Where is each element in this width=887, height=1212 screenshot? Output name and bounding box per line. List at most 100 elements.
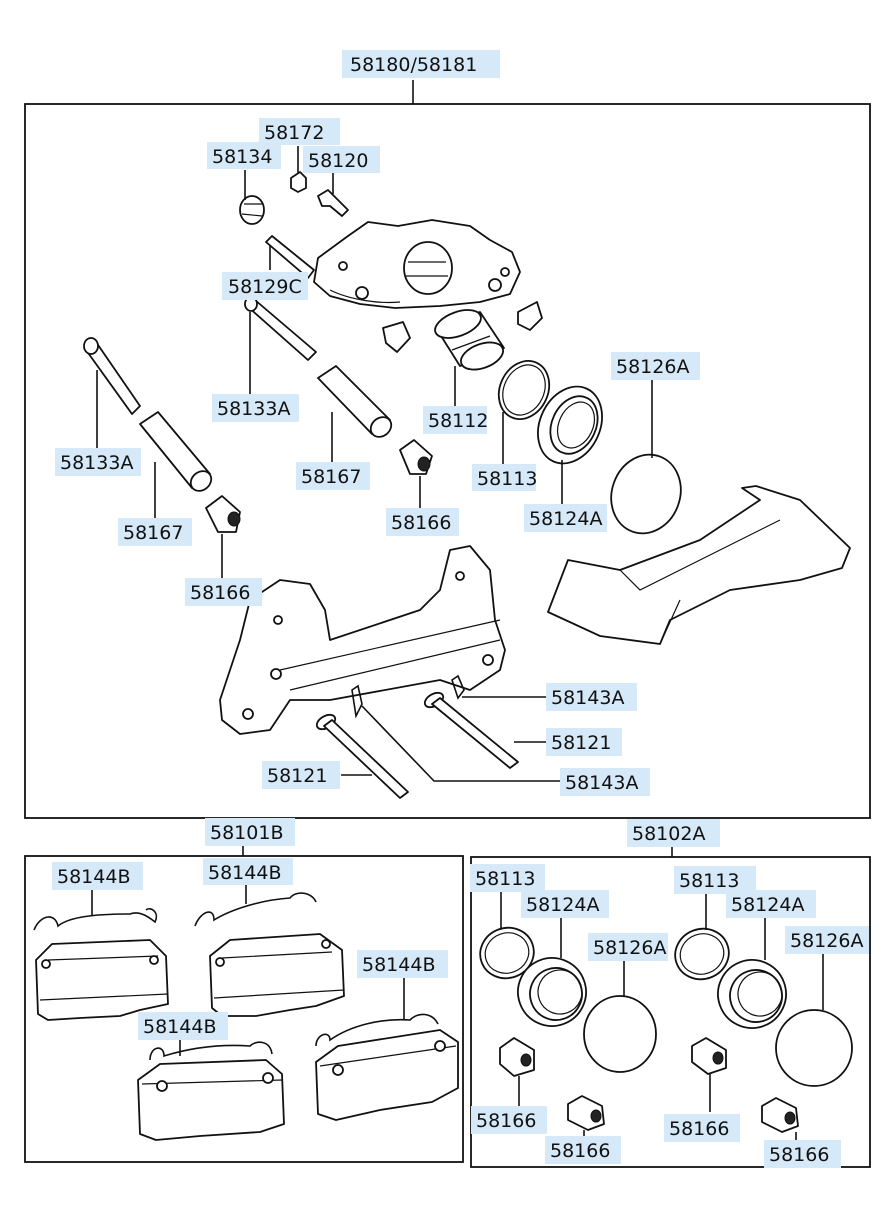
svg-text:58167: 58167 — [301, 466, 361, 488]
label-pin-129c: 58129C — [222, 272, 308, 300]
pin-58121-right-part — [423, 691, 519, 769]
label-kit-166-right-b: 58166 — [764, 1140, 841, 1168]
kit-bush-right-a — [691, 1037, 727, 1075]
caliper-housing — [313, 219, 521, 309]
bleeder-screw-part — [317, 189, 349, 217]
svg-text:58166: 58166 — [190, 582, 250, 604]
label-kit-126a-left: 58126A — [588, 933, 668, 961]
svg-text:58113: 58113 — [679, 870, 739, 892]
svg-text:58124A: 58124A — [526, 894, 599, 916]
svg-text:58112: 58112 — [428, 410, 488, 432]
label-clip-143a-bottom: 58143A — [560, 768, 650, 796]
svg-text:58144B: 58144B — [362, 954, 435, 976]
kit-ring-right — [775, 1009, 853, 1087]
svg-text:58166: 58166 — [550, 1140, 610, 1162]
pad-shield — [547, 485, 851, 645]
svg-text:58133A: 58133A — [60, 452, 133, 474]
kit-boot-right — [717, 959, 787, 1029]
svg-text:58172: 58172 — [264, 122, 324, 144]
bushing-top-part — [239, 195, 265, 225]
spring-58144b-2-part — [194, 892, 317, 927]
caliper-clip-left — [382, 321, 411, 353]
pin-58133a-outer-part — [83, 337, 141, 415]
caliper-clip-right — [517, 301, 543, 331]
label-bushing-top: 58134 — [207, 142, 281, 169]
label-clip-143a-top: 58143A — [546, 683, 637, 711]
label-kit-126a-right: 58126A — [785, 926, 869, 954]
label-pin-121-right: 58121 — [546, 728, 622, 756]
pin-58129c-part — [265, 235, 315, 279]
svg-text:58166: 58166 — [769, 1144, 829, 1166]
svg-text:58121: 58121 — [267, 765, 327, 787]
label-kit-166-left-a: 58166 — [471, 1106, 547, 1134]
label-kit-124a-right: 58124A — [726, 890, 816, 918]
svg-text:58144B: 58144B — [208, 862, 281, 884]
svg-text:58126A: 58126A — [593, 937, 666, 959]
guide-58167-outer-part — [139, 411, 213, 492]
svg-text:58124A: 58124A — [731, 894, 804, 916]
piston-seal — [497, 360, 551, 420]
label-pin-133a-outer: 58133A — [55, 448, 141, 476]
bush-58166-outer-part — [205, 495, 241, 533]
label-kit-166-left-b: 58166 — [545, 1136, 621, 1164]
svg-text:58126A: 58126A — [790, 930, 863, 952]
label-kit-113-left: 58113 — [470, 864, 545, 892]
label-pin-133a-inner: 58133A — [212, 394, 299, 422]
pin-58133a-inner-part — [244, 296, 317, 361]
label-spring-144b-1: 58144B — [52, 862, 143, 890]
svg-text:58166: 58166 — [391, 512, 451, 534]
label-spring-144b-3: 58144B — [357, 950, 448, 978]
pin-58121-left-part — [315, 713, 409, 799]
kit-ring-left — [583, 995, 657, 1073]
label-bleeder-cap: 58172 — [259, 118, 340, 145]
svg-text:58113: 58113 — [475, 868, 535, 890]
label-bleeder-screw: 58120 — [303, 146, 380, 173]
clip-58143a-right-part — [451, 674, 465, 700]
svg-text:58129C: 58129C — [228, 276, 302, 298]
svg-text:58143A: 58143A — [551, 687, 624, 709]
svg-text:58120: 58120 — [308, 150, 368, 172]
label-bush-166-outer: 58166 — [185, 578, 262, 606]
label-guide-167-outer: 58167 — [118, 518, 192, 546]
svg-text:58126A: 58126A — [616, 356, 689, 378]
kit-seal-right — [674, 927, 730, 981]
pad-bottom-right — [315, 1029, 459, 1121]
clip-58143a-left-part — [351, 684, 363, 719]
spring-58144b-4-part — [315, 1013, 439, 1047]
svg-text:58167: 58167 — [123, 522, 183, 544]
label-pad-kit: 58101B — [205, 818, 295, 846]
svg-text:58133A: 58133A — [217, 398, 290, 420]
svg-text:58124A: 58124A — [529, 508, 602, 530]
dust-boot — [537, 385, 603, 465]
kit-bush-right-b — [761, 1097, 799, 1133]
label-piston: 58112 — [423, 406, 488, 434]
svg-text:58144B: 58144B — [57, 866, 130, 888]
svg-text:58113: 58113 — [477, 468, 537, 490]
svg-text:58121: 58121 — [551, 732, 611, 754]
svg-text:58134: 58134 — [212, 146, 272, 168]
svg-text:58166: 58166 — [669, 1118, 729, 1140]
bush-58166-inner-part — [399, 439, 433, 475]
label-kit-113-right: 58113 — [674, 866, 756, 894]
caliper-assembly-frame — [24, 103, 871, 819]
kit-bush-left-b — [567, 1095, 605, 1131]
svg-text:58102A: 58102A — [632, 823, 705, 845]
pad-bottom-left — [137, 1059, 285, 1141]
label-boot-124a: 58124A — [524, 504, 607, 532]
pad-top-left — [35, 939, 169, 1021]
retaining-ring — [610, 453, 682, 535]
guide-58167-inner-part — [317, 365, 393, 438]
label-ring-126a: 58126A — [611, 352, 700, 380]
pad-top-right — [209, 933, 345, 1017]
label-assy-caliper: 58180/58181 — [342, 50, 500, 78]
label-seal-kit: 58102A — [627, 819, 720, 847]
svg-text:58101B: 58101B — [210, 822, 283, 844]
label-spring-144b-2: 58144B — [203, 858, 293, 885]
spring-58144b-1-part — [33, 907, 158, 931]
kit-bush-left-a — [499, 1037, 535, 1077]
spring-58144b-3-part — [149, 1041, 273, 1061]
svg-text:58180/58181: 58180/58181 — [350, 54, 477, 76]
label-pin-121-left: 58121 — [262, 761, 340, 789]
svg-text:58144B: 58144B — [143, 1016, 216, 1038]
label-seal-113: 58113 — [472, 464, 537, 491]
